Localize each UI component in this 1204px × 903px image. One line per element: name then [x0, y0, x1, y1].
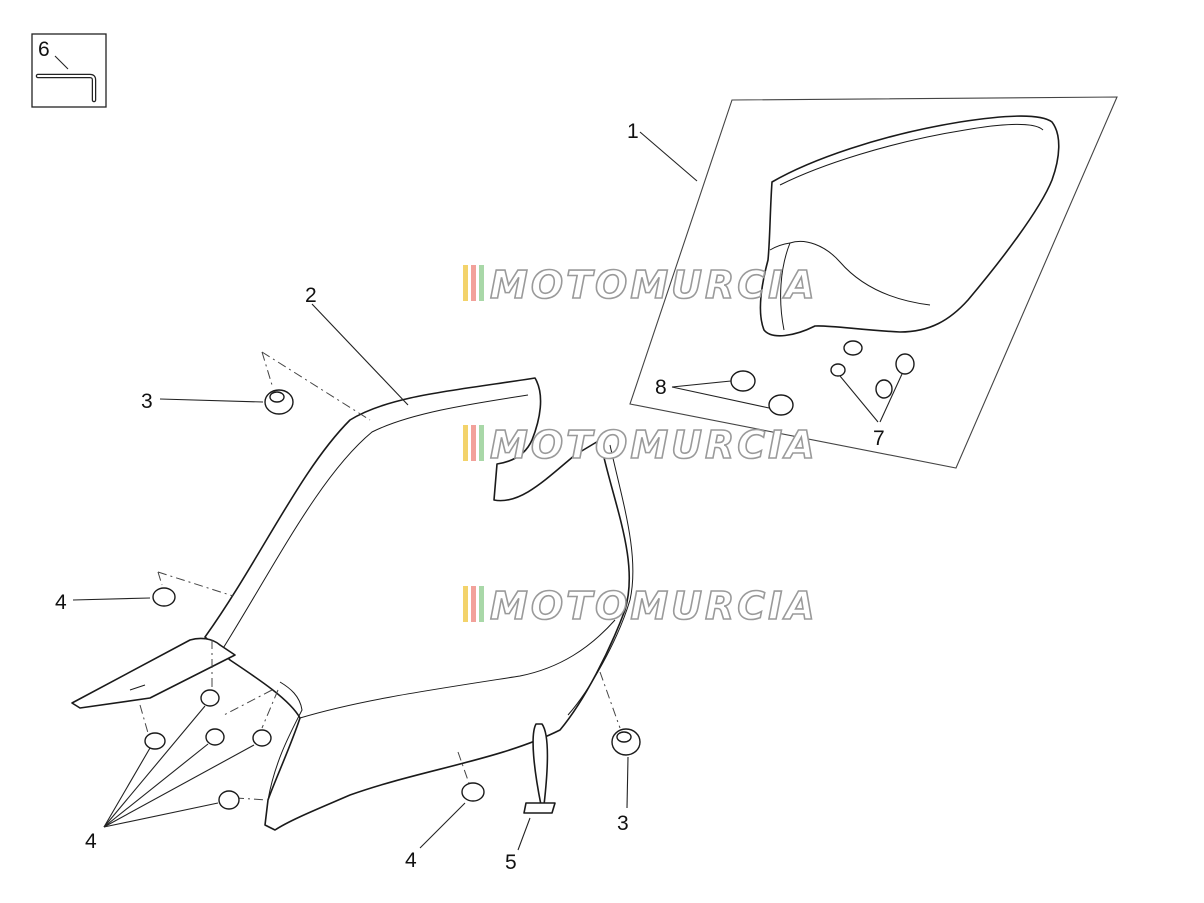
- callout-3-upper: 3: [141, 390, 153, 413]
- seat-base-part: [71, 377, 634, 831]
- seat-cover-kit-box: 8 7: [629, 96, 1118, 469]
- callout-6: 6: [38, 38, 50, 61]
- callout-8: 8: [655, 376, 667, 399]
- callout-2: 2: [305, 284, 317, 307]
- seat-cushion-part: [759, 115, 1060, 337]
- fixing-pins-7: [830, 340, 915, 399]
- assembly-lines: [139, 351, 621, 801]
- watermark-2: MOTOMURCIA: [463, 422, 818, 468]
- callout-5: 5: [505, 851, 517, 874]
- grommets-8: [730, 370, 794, 416]
- callout-7: 7: [873, 427, 885, 450]
- svg-text:MOTOMURCIA: MOTOMURCIA: [490, 423, 818, 467]
- allen-key-tool-box: 6: [31, 33, 107, 108]
- callout-4-lines: [103, 705, 255, 828]
- callout-4-bottom-left: 4: [85, 830, 97, 853]
- svg-text:MOTOMURCIA: MOTOMURCIA: [490, 584, 818, 628]
- bump-stops-4: [144, 587, 485, 810]
- watermark-1: MOTOMURCIA: [463, 262, 818, 308]
- seat-strap-5: [523, 723, 556, 814]
- callout-4-left: 4: [55, 591, 67, 614]
- svg-text:MOTOMURCIA: MOTOMURCIA: [490, 263, 818, 307]
- watermark-3: MOTOMURCIA: [463, 583, 818, 629]
- nut-3-upper: [264, 389, 294, 415]
- callout-4-bottom: 4: [405, 849, 417, 872]
- callout-1: 1: [627, 120, 639, 143]
- callout-3-lower: 3: [617, 812, 629, 835]
- nut-3-lower: [611, 728, 641, 756]
